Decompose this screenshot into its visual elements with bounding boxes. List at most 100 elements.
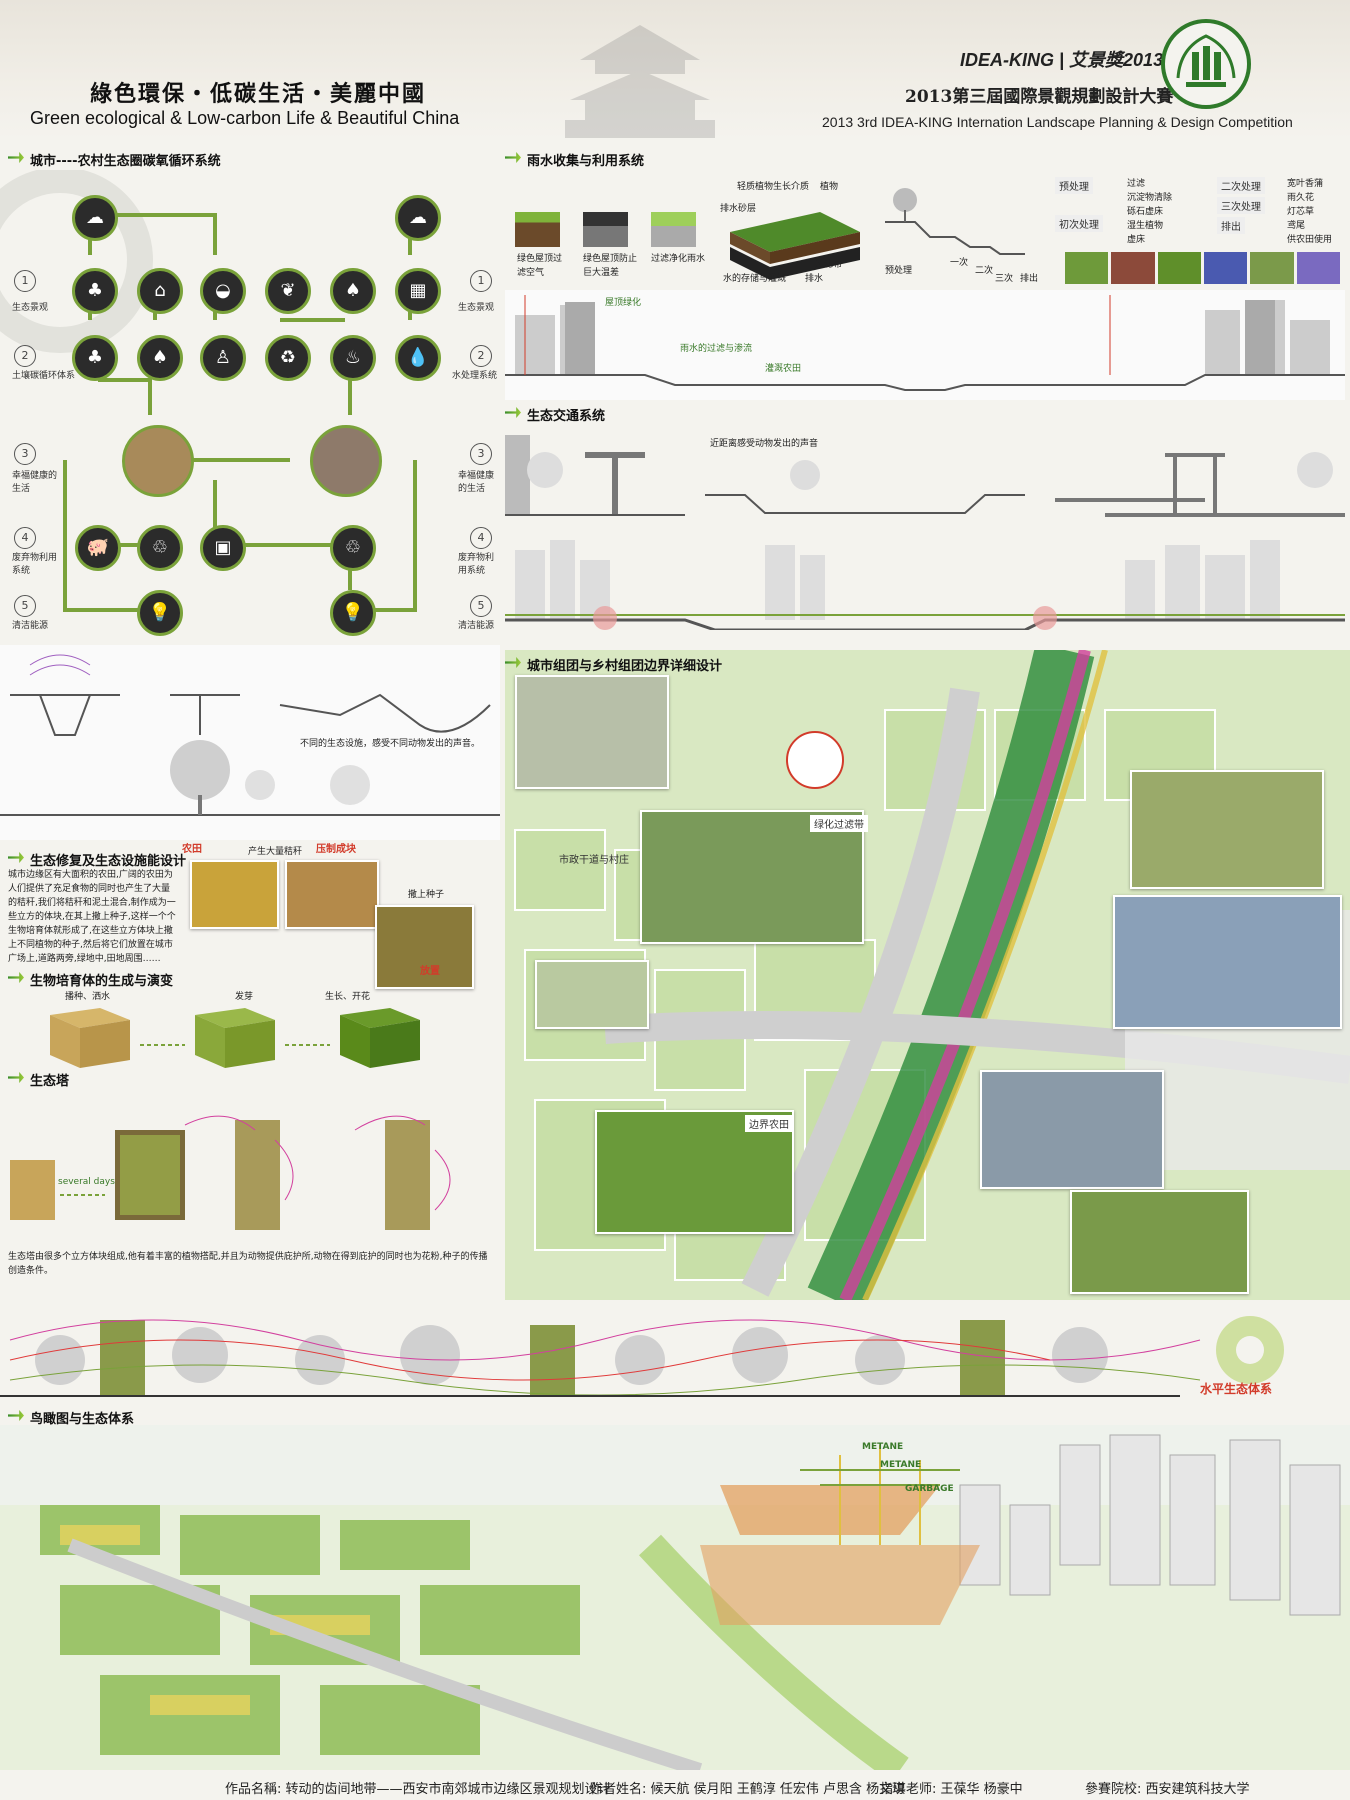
section-title-rainwater: 雨水收集与利用系统	[505, 150, 644, 169]
pig-icon: 🐖	[75, 525, 121, 571]
section-label: 屋顶绿化	[605, 298, 642, 308]
legend-group: 预处理	[1055, 177, 1093, 194]
level-label: 水处理系统	[452, 371, 498, 381]
light-bulb-icon: 💡	[137, 590, 183, 636]
plant-photo	[1250, 252, 1294, 284]
legend-item: 虚床	[1127, 235, 1146, 245]
legend-item: 鸢尾	[1287, 221, 1306, 231]
level-label: 清洁能源	[458, 621, 495, 631]
legend-group: 排出	[1217, 217, 1245, 234]
legend-item: 过滤	[1127, 179, 1146, 189]
culture-stage-label: 发芽	[235, 992, 254, 1002]
straw-photo	[285, 860, 379, 929]
rain-cloud-icon: ☁	[72, 195, 118, 241]
light-bulb-icon: 💡	[330, 590, 376, 636]
restoration-label: 农田	[182, 844, 202, 855]
advisors: 指導老师: 王葆华 杨豪中	[880, 1782, 1023, 1797]
section-label: 灌溉农田	[765, 364, 802, 374]
tree-icon: ♣	[72, 335, 118, 381]
level-number: 5	[14, 595, 36, 617]
restoration-label: 产生大量秸秆	[248, 847, 303, 857]
sound-note: 不同的生态设施，感受不同动物发出的声音。	[300, 739, 481, 749]
restoration-label: 压制成块	[316, 844, 356, 855]
tower-description: 生态塔由很多个立方体块组成,他有着丰富的植物搭配,并且为动物提供庇护所,动物在得…	[8, 1252, 488, 1276]
level-label: 幸福健康的生活	[458, 471, 495, 494]
legend-item: 灯芯草	[1287, 207, 1315, 217]
city-photo	[310, 425, 382, 497]
page-title-en: Green ecological & Low-carbon Life & Bea…	[30, 108, 460, 128]
rainwater-panel: 绿色屋顶过滤空气 绿色屋顶防止巨大温差 过滤净化雨水 轻质植物生长介质 植物 排…	[505, 172, 1345, 400]
tree-planting-icon: ♣	[72, 268, 118, 314]
horizontal-eco-label: 水平生态体系	[1200, 1382, 1273, 1396]
step-label: 三次	[995, 274, 1014, 284]
eco-tower-drawings	[10, 1115, 451, 1230]
aerial-view	[0, 1425, 1350, 1770]
section-title-traffic: 生态交通系统	[505, 405, 605, 424]
level-number: 3	[14, 443, 36, 465]
header-banner	[0, 0, 1350, 140]
level-number: 1	[470, 270, 492, 292]
pine-tree-icon: ♠	[137, 335, 183, 381]
plant-icon: ❦	[265, 268, 311, 314]
competition-title-en: 2013 3rd IDEA-KING Internation Landscape…	[822, 114, 1293, 130]
green-roof-layers	[730, 212, 860, 280]
sound-facility-panel: 不同的生态设施，感受不同动物发出的声音。	[0, 645, 500, 840]
level-label: 清洁能源	[12, 621, 49, 631]
traffic-sections	[505, 435, 1345, 517]
level-number: 4	[470, 527, 492, 549]
plant-photo	[1111, 252, 1155, 284]
house-icon: ⌂	[137, 268, 183, 314]
traffic-long-section	[505, 540, 1345, 630]
level-label: 土壤碳循环体系	[12, 371, 76, 381]
competition-logo	[1161, 19, 1251, 109]
water-tap-icon: ♨	[330, 335, 376, 381]
work-name: 作品名稱: 转动的齿间地带——西安市南郊城市边缘区景观规划设计	[225, 1782, 611, 1797]
legend-group: 三次处理	[1217, 197, 1265, 214]
road-render	[535, 960, 649, 1029]
level-number: 1	[14, 270, 36, 292]
traffic-note: 近距离感受动物发出的声音	[710, 439, 819, 449]
horizontal-eco-section	[0, 1300, 1350, 1410]
legend-item: 雨久花	[1287, 193, 1315, 203]
section-label: 雨水的过滤与渗流	[680, 344, 753, 354]
aerial-label: METANE	[862, 1442, 904, 1452]
seating-area-render	[1070, 1190, 1249, 1294]
building-icon: ▦	[395, 268, 441, 314]
aerial-label: GARBAGE	[905, 1484, 954, 1494]
farmer-icon: ♙	[200, 335, 246, 381]
water-drop-icon: 💧	[395, 335, 441, 381]
section-title-aerial: 鸟瞰图与生态体系	[8, 1408, 134, 1427]
brand-label: IDEA-KING | 艾景獎2013	[960, 50, 1164, 70]
rain-cloud-icon: ☁	[395, 195, 441, 241]
carbon-cycle-diagram: ☁ ☁ ♣ ⌂ ◒ ❦ ♠ ▦ ♣ ♠ ♙ ♻ ♨ 💧 🐖 ♲ ▣ ♲ 💡 💡 …	[0, 170, 500, 640]
restoration-body: 城市边缘区有大面积的农田,广阔的农田为人们提供了充足食物的同时也产生了大量的秸秆…	[8, 870, 176, 964]
step-label: 二次	[975, 266, 994, 276]
level-label: 生态景观	[12, 303, 49, 313]
level-label: 废弃物利用系统	[458, 553, 495, 576]
school: 參賽院校: 西安建筑科技大学	[1085, 1782, 1250, 1797]
roof-sample	[651, 212, 696, 247]
sound-facility-drawings	[0, 645, 500, 840]
temple-silhouette	[565, 25, 715, 138]
step-label: 预处理	[885, 266, 913, 276]
boundary-site-plan: 绿化过滤带 市政干道与村庄 边界农田	[505, 650, 1350, 1300]
plan-tag: 绿化过滤带	[810, 815, 868, 832]
level-number: 2	[470, 345, 492, 367]
restoration-label: 放置	[420, 966, 440, 977]
level-number: 5	[470, 595, 492, 617]
section-title-eco-tower: 生态塔	[8, 1070, 69, 1089]
level-label: 幸福健康的生活	[12, 471, 58, 494]
culture-stage-label: 生长、开花	[325, 992, 371, 1002]
level-label: 废弃物利用系统	[12, 553, 58, 576]
village-photo	[122, 425, 194, 497]
traffic-panel: 近距离感受动物发出的声音	[505, 425, 1345, 635]
trash-bin-icon: ♲	[137, 525, 183, 571]
plan-tag: 边界农田	[745, 1115, 793, 1132]
legend-item: 沉淀物清除	[1127, 193, 1173, 203]
legend-group: 初次处理	[1055, 215, 1103, 232]
page-title-cn: 綠色環保・低碳生活・美麗中國	[90, 81, 427, 107]
section-title-boundary: 城市组团与乡村组团边界详细设计	[505, 655, 722, 674]
soil-icon: ◒	[200, 268, 246, 314]
eco-tower-render	[1130, 770, 1324, 889]
wetland-steps-diagram	[885, 188, 1025, 255]
